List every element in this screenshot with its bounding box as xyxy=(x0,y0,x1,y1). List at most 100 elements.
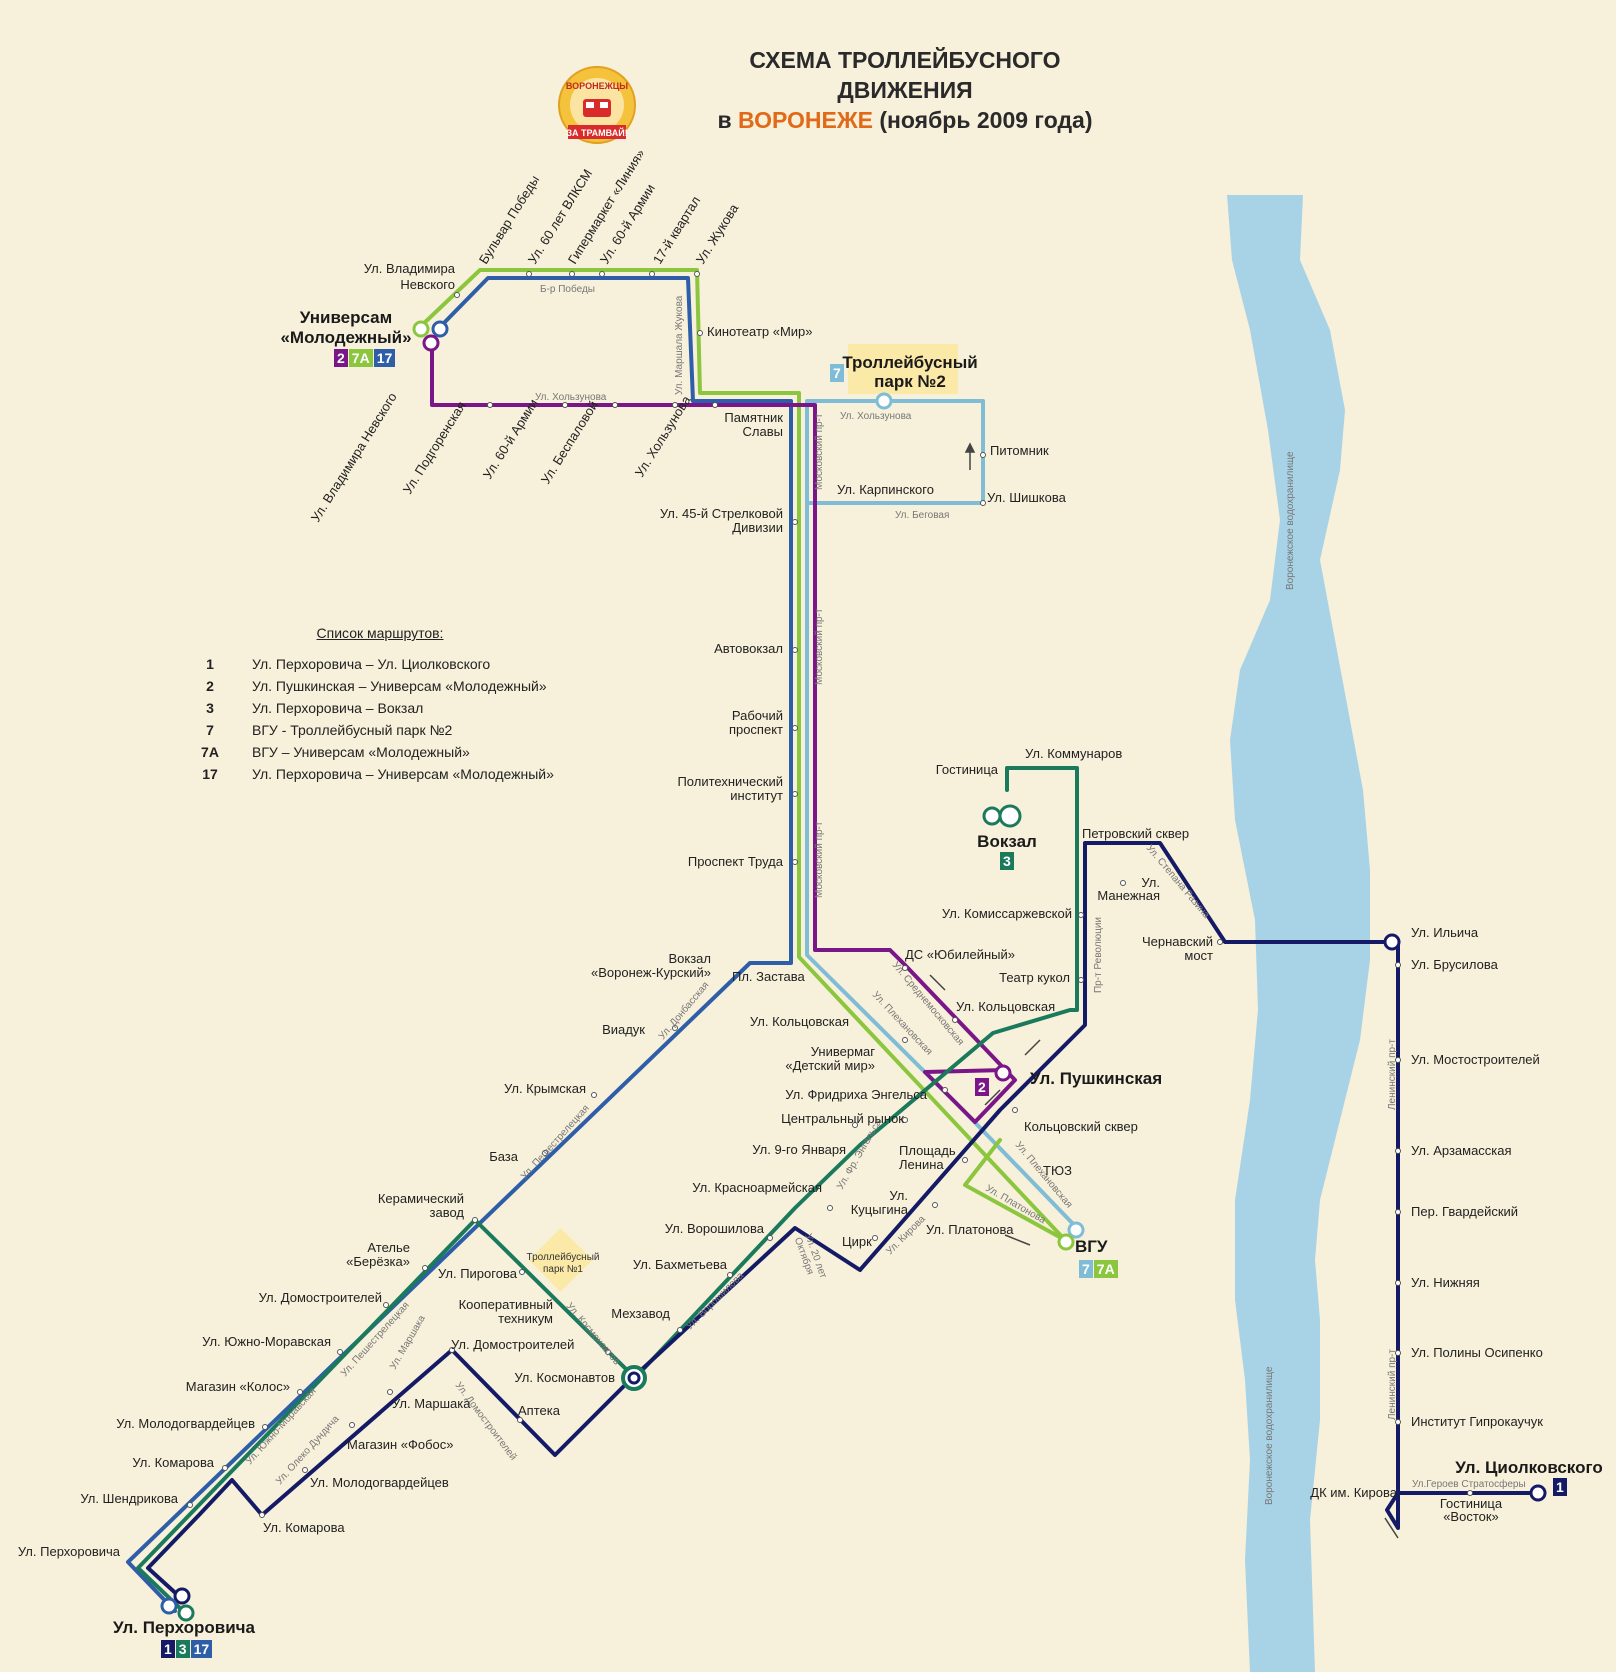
stop-dot[interactable] xyxy=(1395,1280,1401,1286)
terminal-vgu-7a[interactable] xyxy=(1057,1233,1075,1251)
stop-tyuz: ТЮЗ xyxy=(1043,1163,1072,1178)
stop-dot[interactable] xyxy=(449,1347,455,1353)
stop-dot[interactable] xyxy=(792,519,798,525)
stop-dot[interactable] xyxy=(262,1424,268,1430)
stop-dot[interactable] xyxy=(591,1092,597,1098)
stop-dot[interactable] xyxy=(383,1302,389,1308)
stop-dot[interactable] xyxy=(694,271,700,277)
stop-mostostr: Ул. Мостостроителей xyxy=(1411,1052,1540,1067)
badge-route-17: 17 xyxy=(190,1640,213,1658)
title-line-1: СХЕМА ТРОЛЛЕЙБУСНОГО xyxy=(749,47,1061,73)
stop-dot[interactable] xyxy=(902,1037,908,1043)
stop-dot[interactable] xyxy=(517,1417,523,1423)
stop-dot[interactable] xyxy=(422,1265,428,1271)
terminal-vokzal[interactable] xyxy=(982,806,1002,826)
stop-dot[interactable] xyxy=(872,1235,878,1241)
stop-dot[interactable] xyxy=(542,1150,548,1156)
stop-dot[interactable] xyxy=(792,791,798,797)
stop-dot[interactable] xyxy=(612,402,618,408)
stop-dot[interactable] xyxy=(1467,1490,1473,1496)
stop-dot[interactable] xyxy=(672,1025,678,1031)
stop-dot[interactable] xyxy=(302,1467,308,1473)
terminal-molodezhny-2[interactable] xyxy=(422,334,440,352)
stop-tsentr-rynok: Центральный рынок xyxy=(781,1111,904,1126)
terminal-perh-17[interactable] xyxy=(160,1597,178,1615)
street-moskovsky-2: Московский пр-т xyxy=(814,608,825,685)
stop-dot[interactable] xyxy=(952,1017,958,1023)
stop-dot[interactable] xyxy=(487,402,493,408)
stop-dot[interactable] xyxy=(222,1465,228,1471)
stop-gvardeysky: Пер. Гвардейский xyxy=(1411,1204,1518,1219)
stop-dot[interactable] xyxy=(942,1087,948,1093)
stop-dot[interactable] xyxy=(1395,1419,1401,1425)
stop-dot[interactable] xyxy=(712,402,718,408)
stop-dot[interactable] xyxy=(792,725,798,731)
hub-kosmonavtov-inner[interactable] xyxy=(627,1371,641,1385)
stop-dot[interactable] xyxy=(792,859,798,865)
stop-dot[interactable] xyxy=(526,271,532,277)
terminal-perh-3[interactable] xyxy=(177,1604,195,1622)
stop-dot[interactable] xyxy=(980,500,986,506)
stop-komissarzh: Ул. Комиссаржевской xyxy=(942,906,1072,921)
badge-tsiolkovskogo: 1 xyxy=(1553,1478,1568,1496)
stop-dot[interactable] xyxy=(902,1117,908,1123)
route-1-line xyxy=(146,841,1535,1600)
stop-dot[interactable] xyxy=(337,1349,343,1355)
terminal-tsiolkovskogo[interactable] xyxy=(1529,1484,1547,1502)
stop-dot[interactable] xyxy=(569,271,575,277)
terminal-molodezhny-17[interactable] xyxy=(431,320,449,338)
stop-dot[interactable] xyxy=(1217,939,1223,945)
stop-dot[interactable] xyxy=(1078,977,1084,983)
stop-dot[interactable] xyxy=(767,1235,773,1241)
stop-dot[interactable] xyxy=(932,1202,938,1208)
stop-dot[interactable] xyxy=(902,965,908,971)
stop-dot[interactable] xyxy=(727,1272,733,1278)
stop-dot[interactable] xyxy=(962,1157,968,1163)
route-7a-line xyxy=(418,268,1067,1242)
stop-dot[interactable] xyxy=(792,647,798,653)
stop-dot[interactable] xyxy=(697,330,703,336)
terminal-pushkinskaya[interactable] xyxy=(994,1064,1012,1082)
stop-podgorenskaya: Ул. Подгоренская xyxy=(400,399,469,497)
stop-dot[interactable] xyxy=(1395,1057,1401,1063)
stop-dot[interactable] xyxy=(980,452,986,458)
stop-dot[interactable] xyxy=(1395,962,1401,968)
stop-pitomnik: Питомник xyxy=(990,443,1049,458)
street-b-pobedy: Б-р Победы xyxy=(540,283,595,295)
stop-dot[interactable] xyxy=(562,402,568,408)
stop-dot[interactable] xyxy=(649,271,655,277)
stop-dot[interactable] xyxy=(519,1269,525,1275)
stop-dot[interactable] xyxy=(387,1389,393,1395)
stop-dot[interactable] xyxy=(827,1205,833,1211)
loop-ilyicha[interactable] xyxy=(1383,933,1401,951)
terminal-park2[interactable] xyxy=(875,392,893,410)
stop-zhukova: Ул. Жукова xyxy=(693,201,742,267)
terminal-molodezhny-7a[interactable] xyxy=(412,320,430,338)
stop-dot[interactable] xyxy=(672,402,678,408)
terminal-perh-1[interactable] xyxy=(173,1587,191,1605)
stop-molodogv-r: Ул. Молодогвардейцев xyxy=(310,1475,449,1490)
badge-route-1: 1 xyxy=(1553,1478,1567,1496)
stop-dot[interactable] xyxy=(454,292,460,298)
stop-dot[interactable] xyxy=(259,1512,265,1518)
stop-dot[interactable] xyxy=(1395,1209,1401,1215)
stop-dot[interactable] xyxy=(349,1422,355,1428)
badge-vokzal: 3 xyxy=(1000,852,1015,870)
stop-dot[interactable] xyxy=(1012,1107,1018,1113)
stop-dot[interactable] xyxy=(1395,1350,1401,1356)
stop-dot[interactable] xyxy=(472,1217,478,1223)
terminal-vokzal-inner[interactable] xyxy=(998,804,1022,828)
stop-dot[interactable] xyxy=(1395,1148,1401,1154)
stop-dot[interactable] xyxy=(1120,880,1126,886)
stop-dot[interactable] xyxy=(605,1349,611,1355)
stop-dot[interactable] xyxy=(297,1389,303,1395)
stop-dot[interactable] xyxy=(599,271,605,277)
stop-dot[interactable] xyxy=(677,1327,683,1333)
stop-dot[interactable] xyxy=(852,1122,858,1128)
terminal-vgu-7[interactable] xyxy=(1067,1221,1085,1239)
stop-dot[interactable] xyxy=(187,1502,193,1508)
arrow-tyuz xyxy=(1004,1234,1031,1246)
stop-dot[interactable] xyxy=(1078,912,1084,918)
